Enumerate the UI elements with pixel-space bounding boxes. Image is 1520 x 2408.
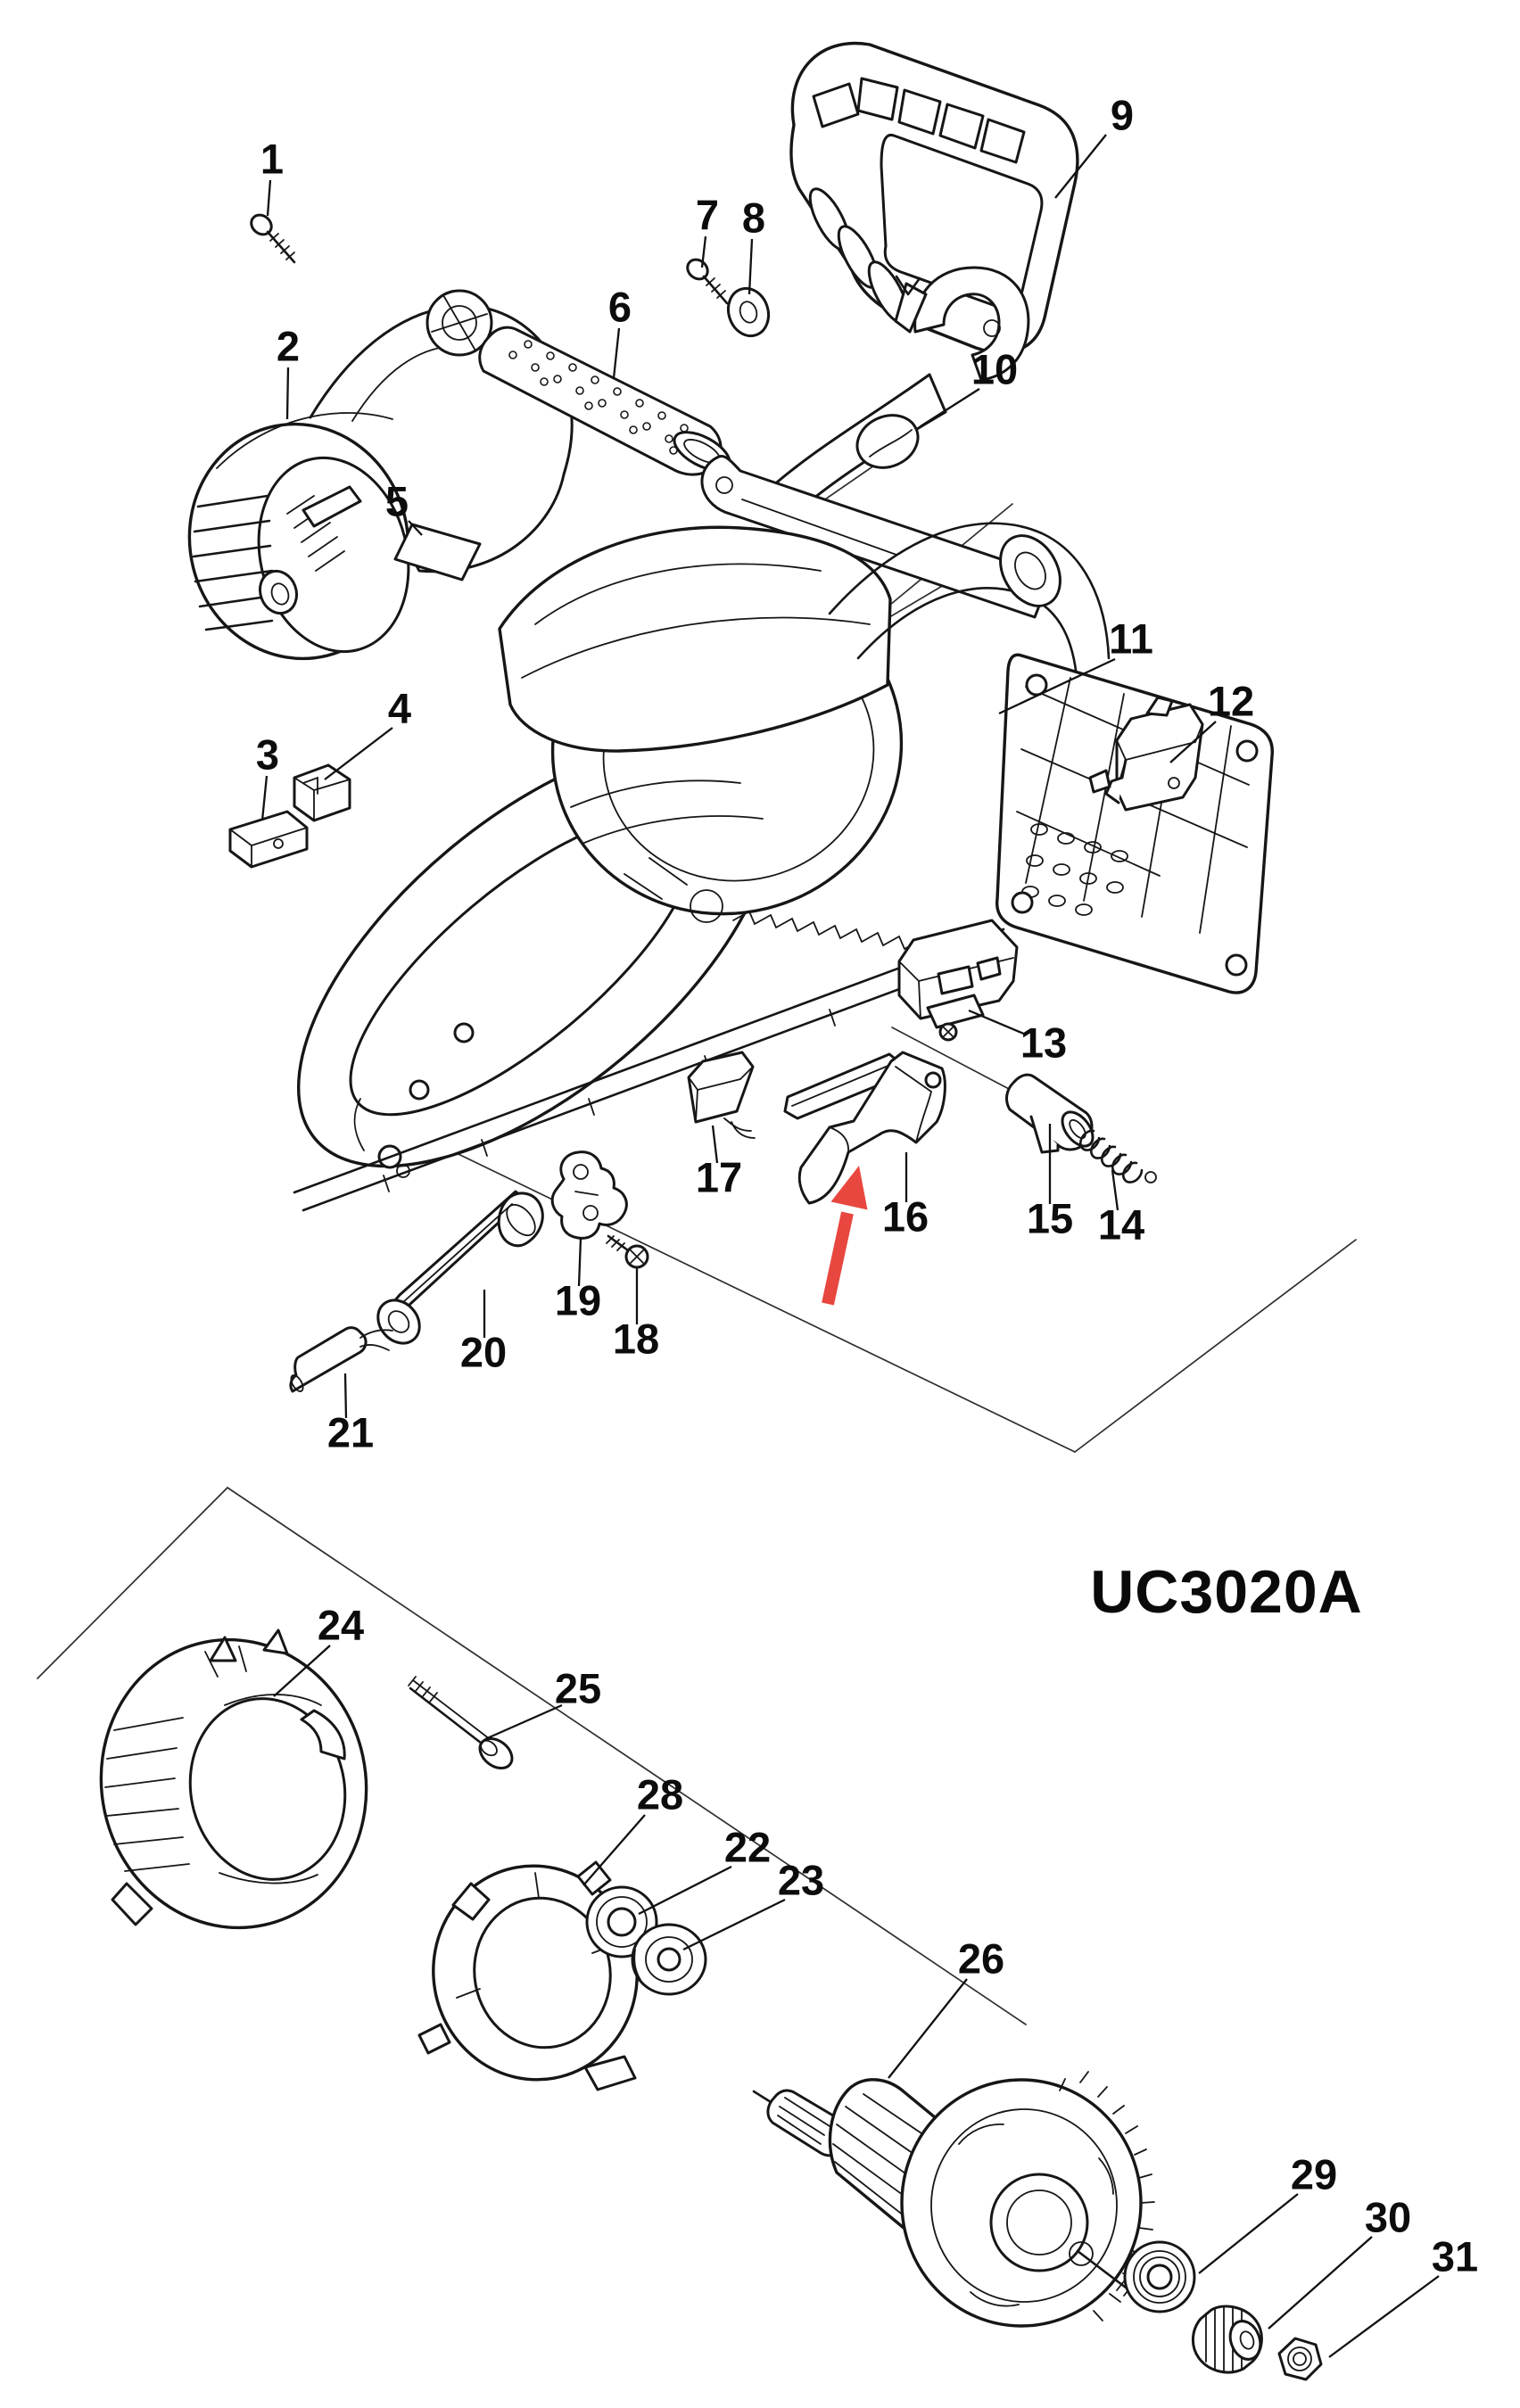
leader-line-23 — [682, 1898, 786, 1951]
part-30-pinion — [1192, 2305, 1263, 2374]
callout-7: 7 — [696, 191, 719, 238]
part-25-bolt — [408, 1676, 514, 1770]
panel-vents — [1021, 823, 1128, 916]
callout-8: 8 — [742, 194, 765, 241]
guide-bar — [700, 455, 1053, 619]
callout-23: 23 — [778, 1856, 824, 1903]
leader-line-2 — [285, 367, 290, 420]
callout-29: 29 — [1291, 2150, 1337, 2198]
callout-10: 10 — [971, 345, 1018, 392]
leader-line-14 — [1111, 1169, 1119, 1211]
part-17-cube — [687, 1051, 756, 1139]
part-12-switch — [1088, 696, 1204, 812]
callout-21: 21 — [327, 1408, 374, 1456]
leader-line-9 — [1054, 134, 1107, 199]
callout-14: 14 — [1098, 1200, 1144, 1248]
leader-line-25 — [484, 1703, 563, 1741]
callout-5: 5 — [385, 477, 409, 524]
leader-line-12 — [1169, 721, 1217, 763]
part-7-screw — [686, 258, 729, 305]
callout-6: 6 — [608, 283, 632, 330]
part-1-screw — [250, 213, 296, 264]
part-29-bearing — [1123, 2240, 1196, 2313]
tube-holes — [508, 340, 689, 455]
callout-26: 26 — [958, 1934, 1004, 1982]
leader-line-26 — [888, 1978, 968, 2079]
leader-line-31 — [1328, 2275, 1440, 2358]
part-10-oval-plate — [855, 414, 920, 469]
leader-line-8 — [748, 238, 754, 295]
callout-17: 17 — [696, 1153, 742, 1200]
callout-11: 11 — [1109, 614, 1153, 662]
handle-slots — [812, 77, 1026, 164]
highlight-arrow — [822, 1166, 868, 1306]
part-9-top-handle — [762, 41, 1079, 524]
leader-line-11 — [998, 657, 1116, 715]
callout-2: 2 — [277, 322, 300, 369]
part-31-nut — [1277, 2337, 1323, 2381]
part-13-switch — [897, 919, 1019, 1042]
part-24-stator — [99, 1629, 368, 1930]
callout-28: 28 — [637, 1770, 683, 1818]
callout-16: 16 — [882, 1192, 929, 1240]
callout-31: 31 — [1432, 2232, 1478, 2280]
leader-line-1 — [266, 179, 272, 217]
callout-25: 25 — [555, 1664, 601, 1711]
part-16-chain-catcher — [783, 1051, 946, 1205]
leader-line-30 — [1268, 2236, 1373, 2330]
part-20-cone — [376, 1190, 544, 1345]
part-14-spring — [1079, 1129, 1157, 1183]
highlight-arrow-shaft — [822, 1211, 854, 1306]
part-26-armature — [752, 2071, 1155, 2328]
callout-4: 4 — [388, 684, 411, 731]
leader-line-17 — [711, 1125, 719, 1164]
part-11-main-housing — [293, 522, 1274, 1212]
callout-15: 15 — [1027, 1194, 1073, 1241]
callout-18: 18 — [613, 1315, 659, 1362]
leader-line-13 — [968, 1009, 1027, 1036]
leader-line-7 — [700, 235, 707, 268]
part-3-block — [228, 810, 309, 869]
part-21-tube — [289, 1326, 393, 1393]
callout-30: 30 — [1365, 2193, 1411, 2240]
callout-24: 24 — [318, 1601, 364, 1648]
leader-line-5 — [408, 520, 423, 536]
part-15-t-pipe — [1005, 1073, 1095, 1154]
callout-19: 19 — [555, 1276, 601, 1324]
callout-22: 22 — [724, 1823, 771, 1870]
leader-line-29 — [1198, 2193, 1299, 2274]
callout-12: 12 — [1208, 677, 1254, 724]
part-5-sticker — [393, 523, 482, 581]
leader-line-10 — [920, 388, 980, 427]
model-label: UC3020A — [1090, 1558, 1363, 1626]
leader-line-24 — [273, 1645, 331, 1697]
leader-line-22 — [638, 1865, 732, 1916]
part-4-block — [293, 763, 351, 822]
handle-clamp — [913, 266, 1030, 382]
leader-line-6 — [612, 327, 621, 379]
callout-1: 1 — [260, 135, 284, 182]
leader-line-19 — [577, 1237, 582, 1287]
callout-9: 9 — [1111, 91, 1134, 138]
callout-3: 3 — [256, 730, 279, 778]
highlight-arrow-head — [830, 1166, 868, 1210]
leader-line-21 — [343, 1373, 348, 1419]
leader-line-3 — [260, 775, 268, 821]
part-19-clamp-plate — [550, 1150, 628, 1240]
callout-20: 20 — [460, 1328, 507, 1375]
leader-line-28 — [582, 1814, 646, 1886]
leader-line-4 — [324, 727, 393, 780]
part-18-screw — [606, 1234, 649, 1269]
callout-13: 13 — [1020, 1018, 1067, 1066]
part-8-washer — [726, 286, 771, 338]
part-23-damper — [631, 1923, 707, 1996]
